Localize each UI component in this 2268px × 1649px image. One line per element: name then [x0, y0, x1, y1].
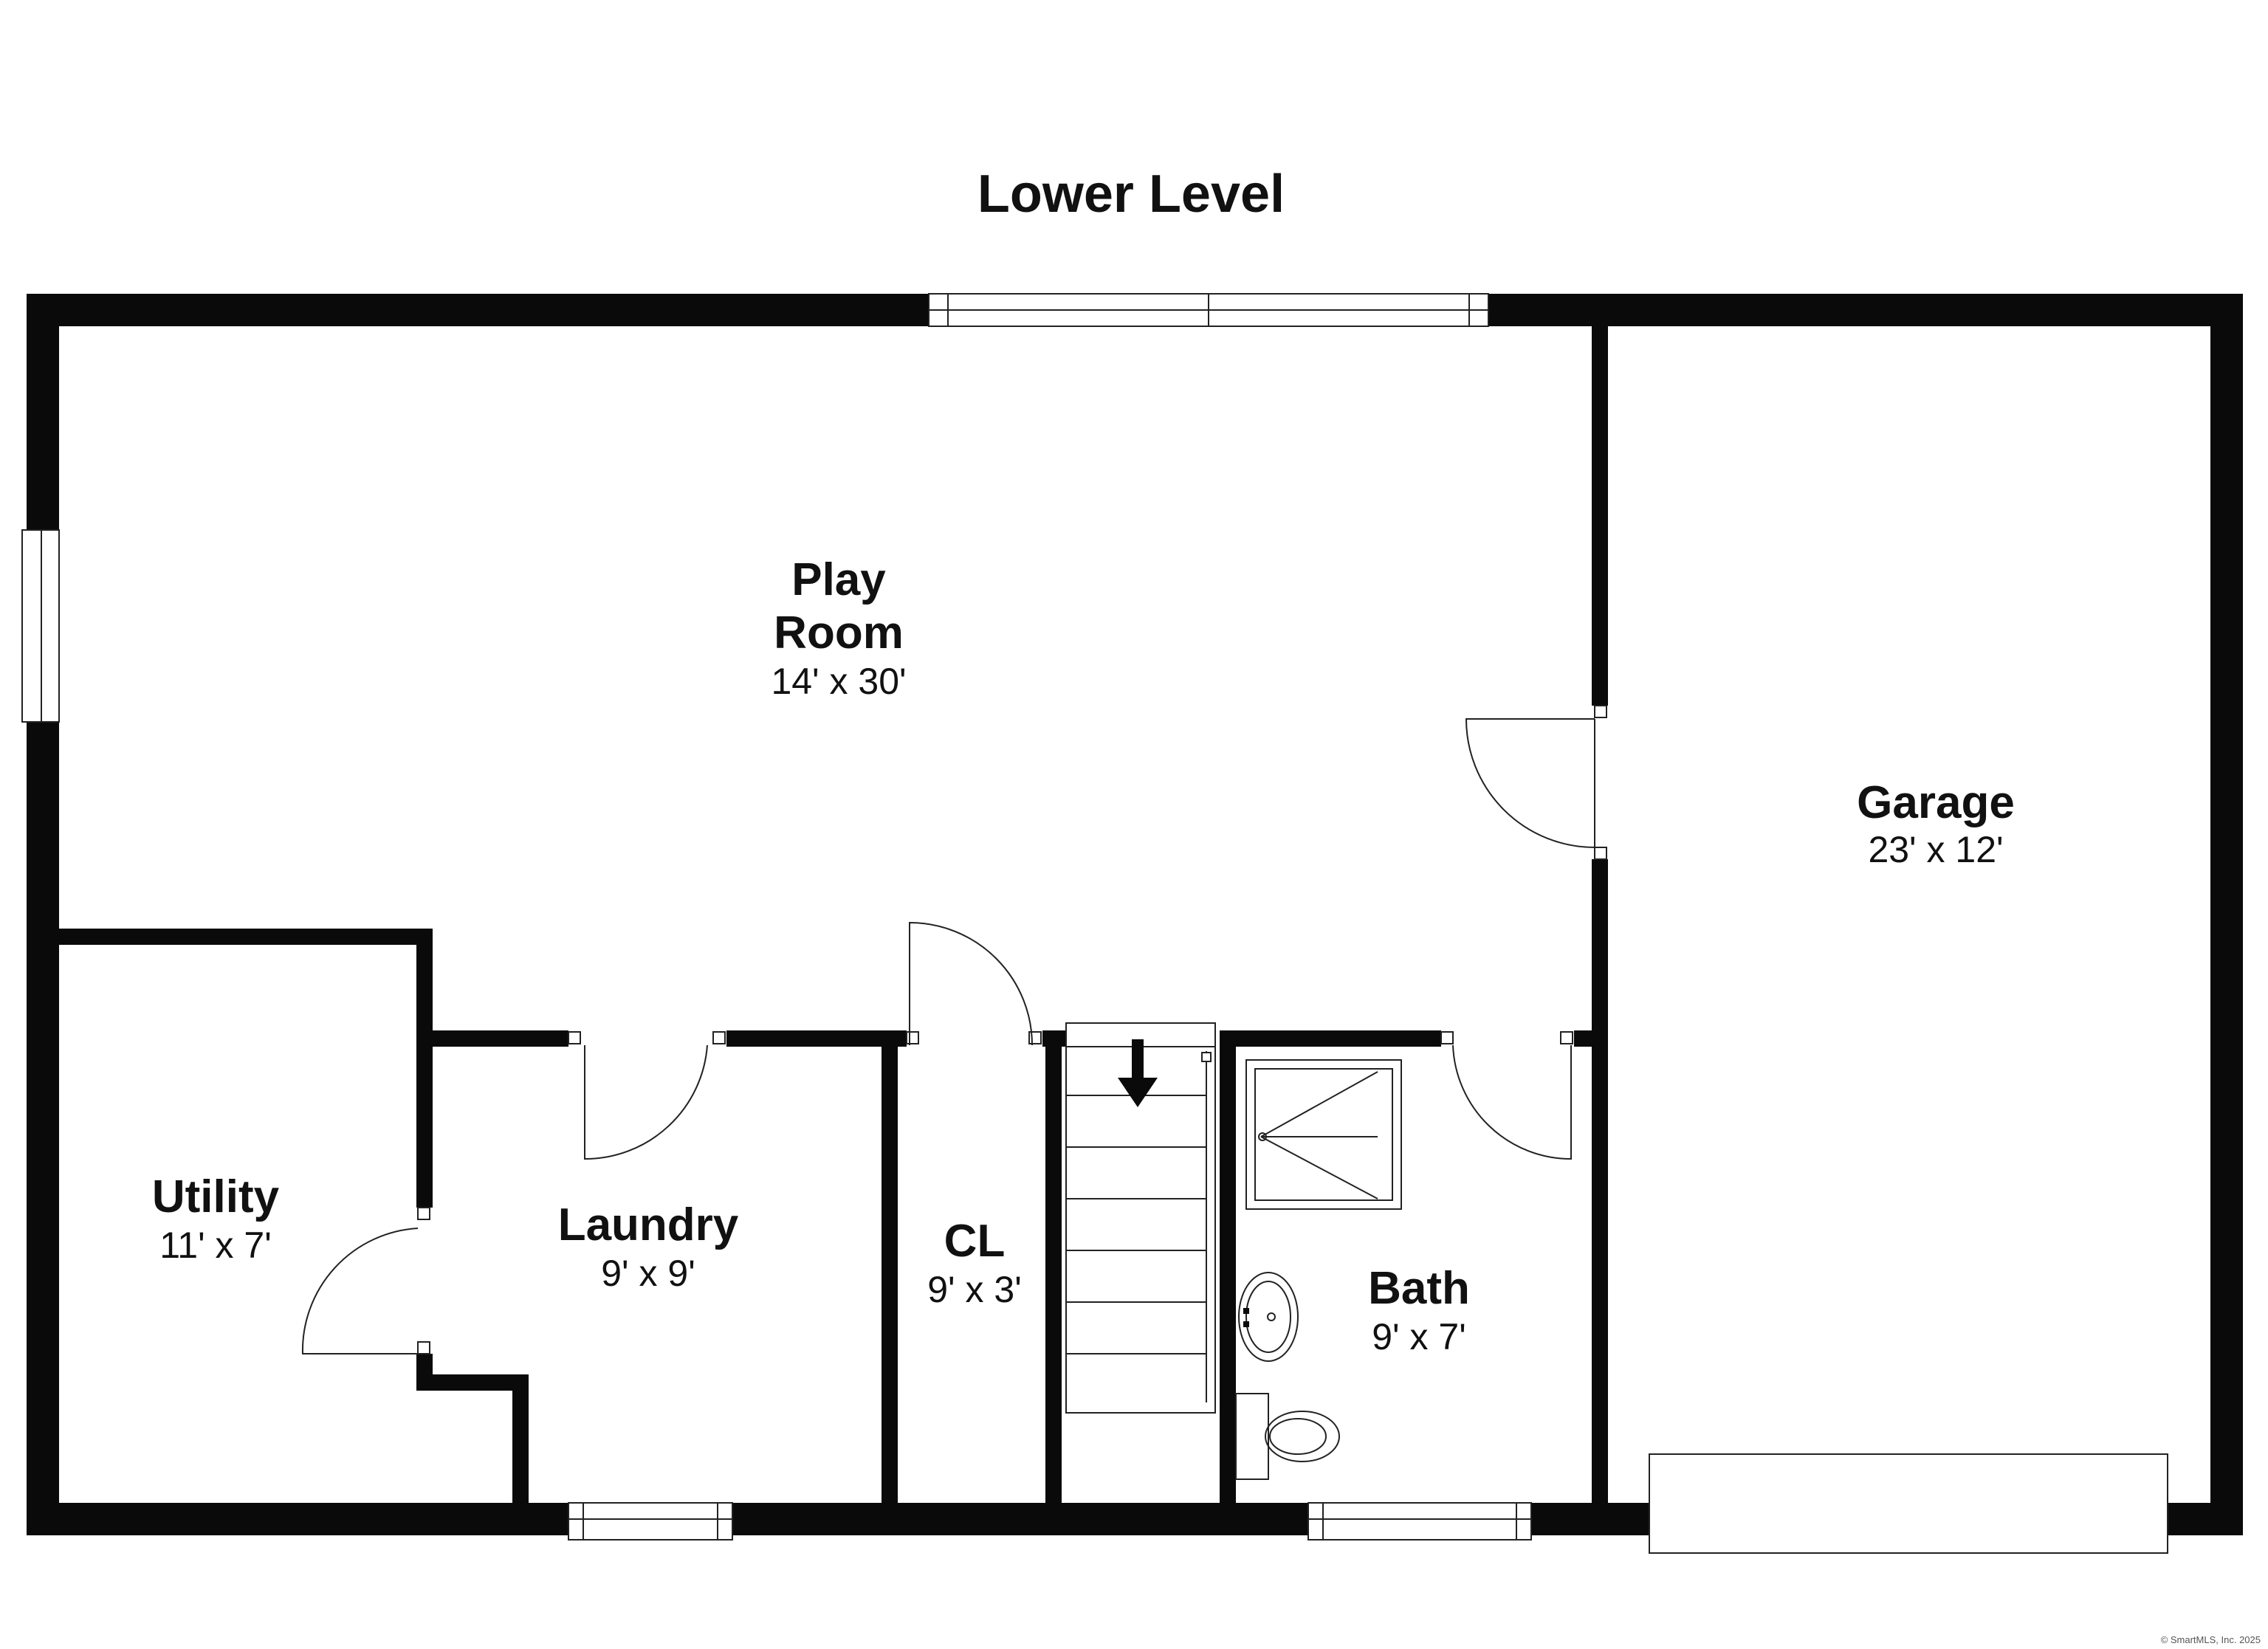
- closet-dims: 9' x 3': [927, 1269, 1022, 1310]
- staircase[interactable]: [1065, 1022, 1216, 1414]
- garage-dims: 23' x 12': [1868, 829, 2003, 870]
- door-playroom-garage[interactable]: [1465, 718, 1595, 848]
- door-swings: [301, 718, 1595, 1354]
- stair-down-arrow-icon: [1118, 1039, 1158, 1107]
- window-bath: [1307, 1502, 1532, 1540]
- room-bath: Bath 9' x 7': [1368, 1263, 1470, 1357]
- room-utility: Utility 11' x 7': [152, 1171, 280, 1266]
- door-utility[interactable]: [301, 1228, 419, 1354]
- room-garage: Garage 23' x 12': [1857, 777, 2015, 870]
- sink-icon: [1238, 1272, 1299, 1362]
- window-laundry: [568, 1502, 733, 1540]
- door-jambs: [417, 705, 1607, 1354]
- door-closet[interactable]: [909, 921, 1033, 1046]
- garage-name: Garage: [1857, 777, 2015, 828]
- copyright-credit: © SmartMLS, Inc. 2025: [2161, 1634, 2261, 1645]
- windows: [21, 293, 1532, 1540]
- room-closet: CL 9' x 3': [927, 1216, 1022, 1310]
- play-room-name-line1: Play: [791, 554, 886, 605]
- toilet-icon: [1235, 1393, 1340, 1480]
- bath-name: Bath: [1368, 1263, 1470, 1314]
- utility-dims: 11' x 7': [159, 1225, 272, 1266]
- bath-dims: 9' x 7': [1372, 1316, 1466, 1357]
- plan-title: Lower Level: [977, 165, 1285, 224]
- utility-name: Utility: [152, 1171, 280, 1222]
- laundry-name: Laundry: [558, 1199, 739, 1250]
- door-bath[interactable]: [1452, 1044, 1572, 1160]
- window-top: [928, 293, 1489, 327]
- window-left: [21, 529, 60, 723]
- laundry-dims: 9' x 9': [601, 1253, 695, 1294]
- room-laundry: Laundry 9' x 9': [558, 1199, 739, 1294]
- play-room-dims: 14' x 30': [771, 661, 906, 702]
- garage-door[interactable]: [1649, 1453, 2168, 1554]
- closet-name: CL: [944, 1216, 1006, 1267]
- room-play-room: Play Room 14' x 30': [771, 554, 906, 702]
- play-room-name-line2: Room: [774, 607, 904, 658]
- interior-walls: [56, 323, 1608, 1506]
- door-laundry[interactable]: [584, 1044, 708, 1160]
- exterior-walls: [27, 294, 2243, 1535]
- shower-icon: [1245, 1059, 1402, 1210]
